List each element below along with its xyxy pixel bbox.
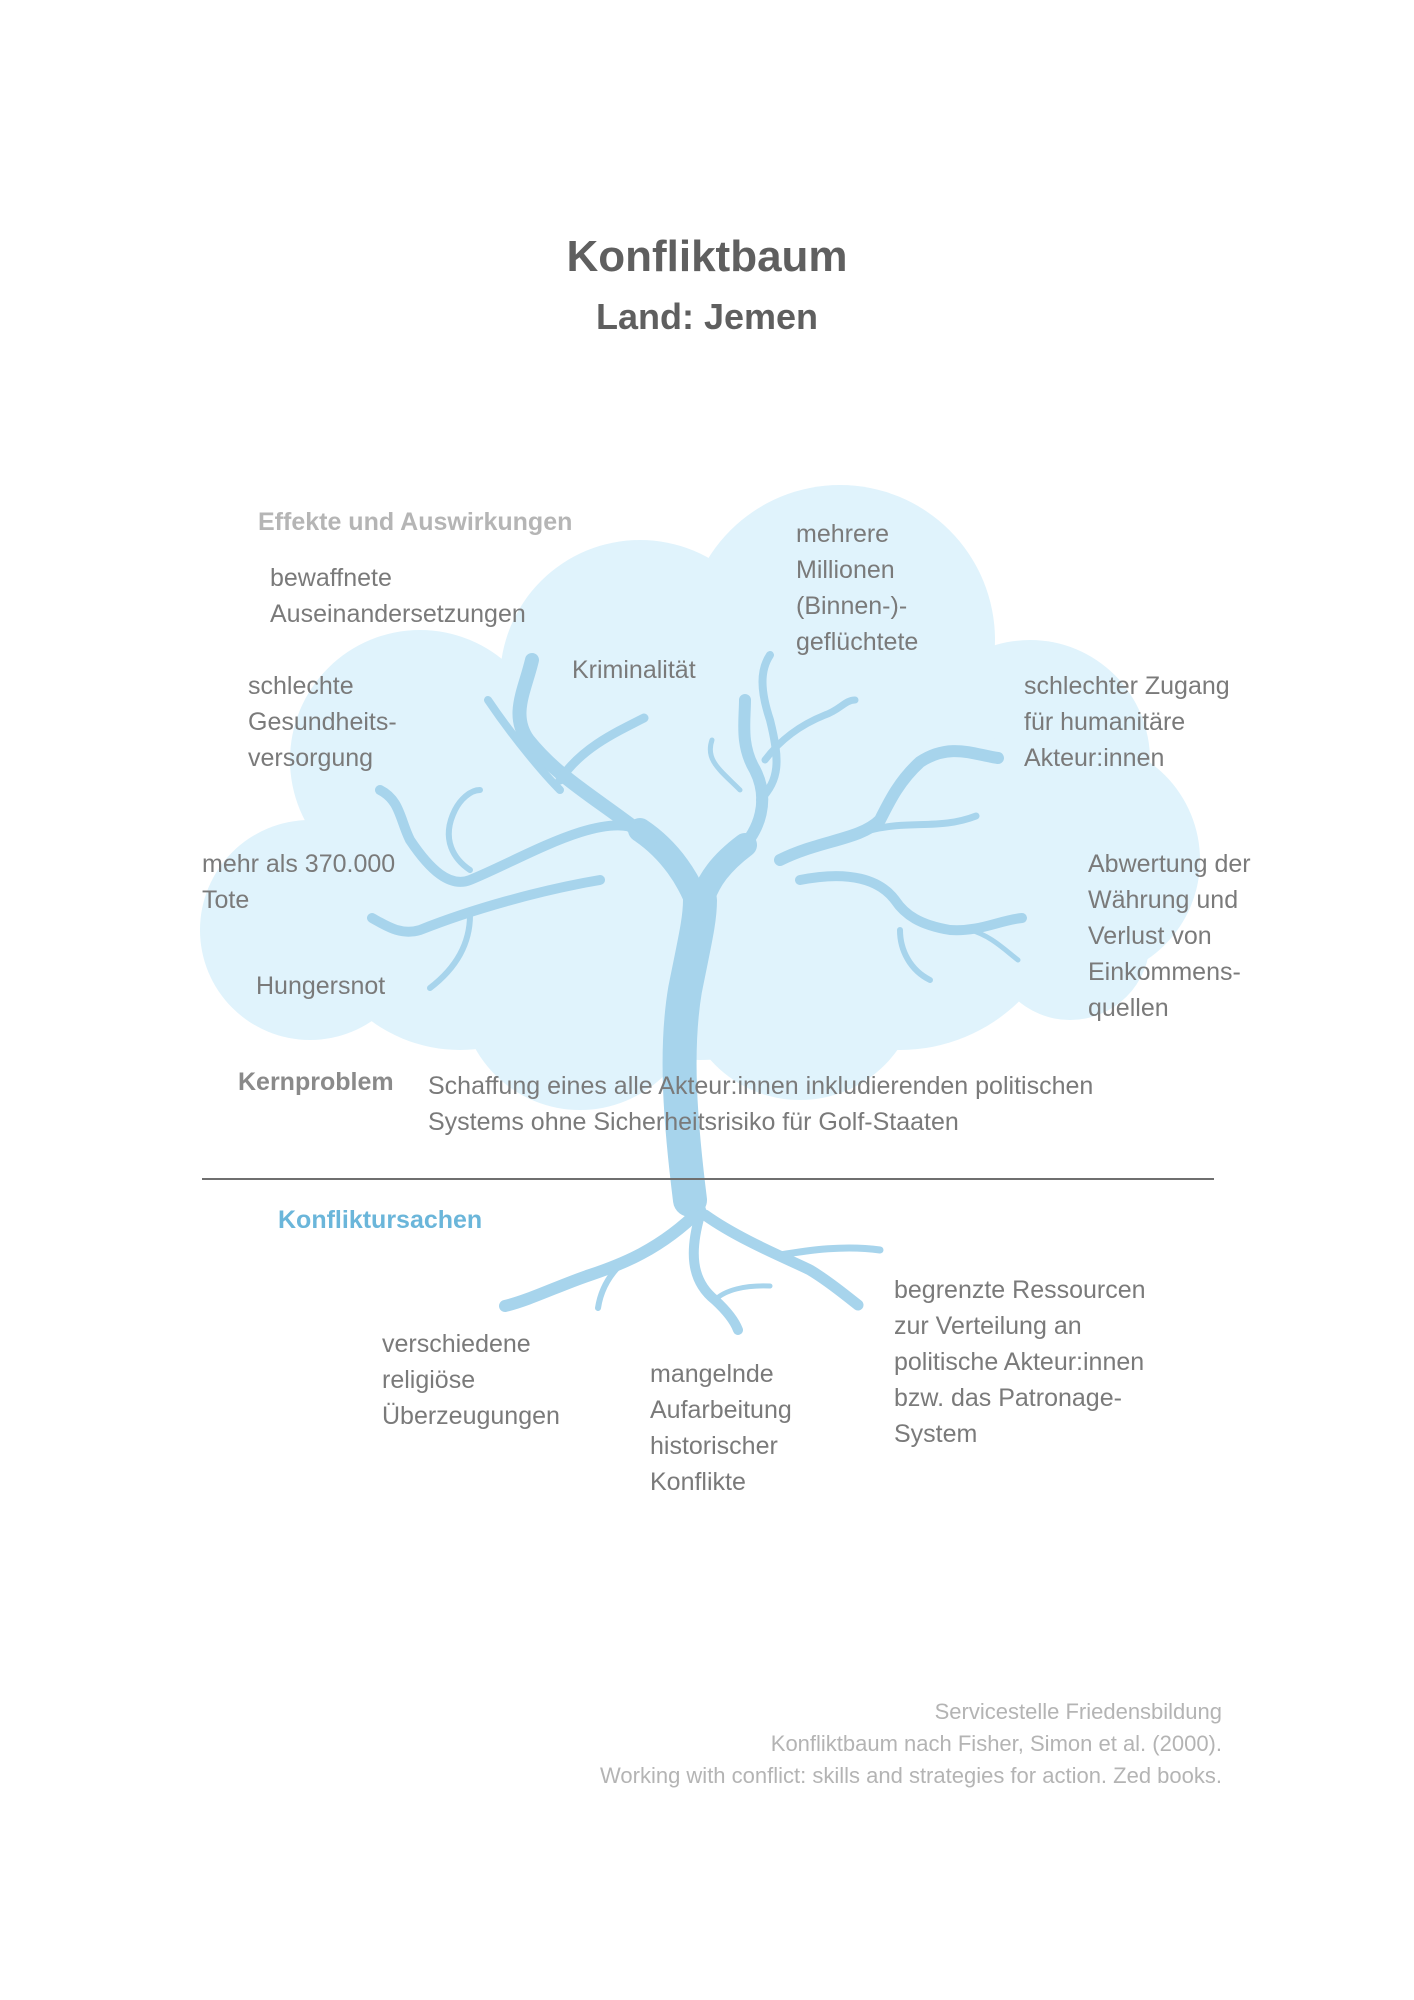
tree-trunk-branches: [367, 651, 1027, 1335]
effects-heading: Effekte und Auswirkungen: [258, 508, 573, 536]
causes-heading: Konfliktursachen: [278, 1206, 483, 1234]
source-credit: Servicestelle Friedensbildung Konfliktba…: [600, 1696, 1222, 1792]
source-line: Konfliktbaum nach Fisher, Simon et al. (…: [770, 1731, 1222, 1756]
cause-resources: begrenzte Ressourcen zur Verteilung an p…: [894, 1276, 1146, 1448]
page-title: Konfliktbaum: [566, 232, 848, 281]
effect-health-care: schlechte Gesundheits- versorgung: [248, 672, 397, 772]
effect-famine: Hungersnot: [256, 972, 386, 1000]
effect-deaths: mehr als 370.000 Tote: [202, 850, 396, 914]
cause-history: mangelnde Aufarbeitung historischer Konf…: [650, 1360, 792, 1496]
page-subtitle: Land: Jemen: [595, 296, 819, 337]
effect-currency: Abwertung der Währung und Verlust von Ei…: [1088, 850, 1251, 1022]
core-problem-heading: Kernproblem: [238, 1068, 394, 1096]
ground-divider: [202, 1178, 1214, 1180]
effect-humanitarian-access: schlechter Zugang für humanitäre Akteur:…: [1024, 672, 1230, 772]
cause-religion: verschiedene religiöse Überzeugungen: [382, 1330, 560, 1430]
source-line: Working with conflict: skills and strate…: [600, 1763, 1222, 1788]
effect-refugees: mehrere Millionen (Binnen-)- geflüchtete: [796, 520, 919, 656]
core-problem-text: Schaffung eines alle Akteur:innen inklud…: [428, 1072, 1094, 1136]
source-line: Servicestelle Friedensbildung: [934, 1699, 1222, 1724]
effect-crime: Kriminalität: [572, 656, 696, 684]
effect-armed-conflict: bewaffnete Auseinandersetzungen: [270, 564, 526, 628]
